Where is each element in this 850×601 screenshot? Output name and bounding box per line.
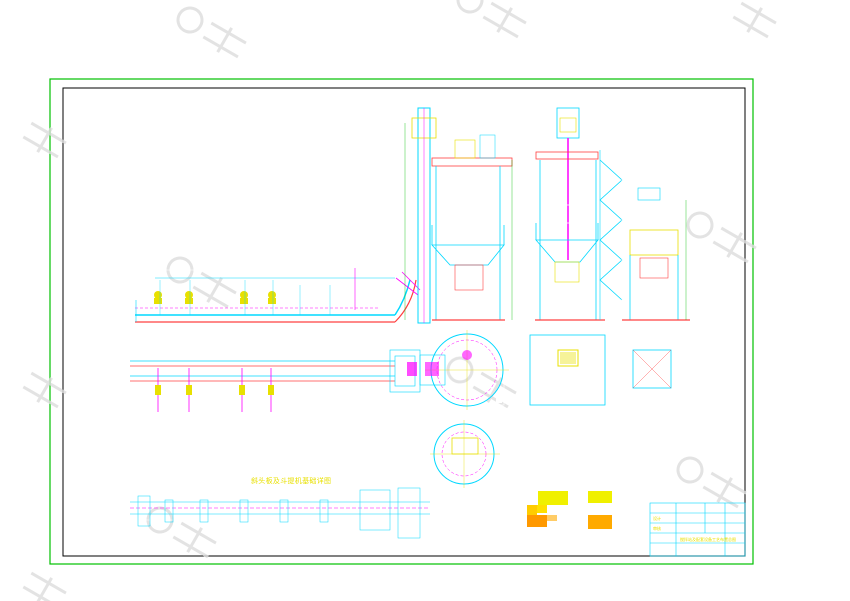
hopper-1 [154,291,162,304]
title-block-text-3: 审核 [653,526,661,531]
hopper-2 [185,291,193,304]
silo-plan-circle [419,330,509,410]
front-plan [529,334,606,406]
hopper-3 [240,291,248,304]
title-block-text-1: 搅拌站及配套设备工艺布置总图 [680,537,736,542]
color-swatches [527,491,612,529]
mixer-plan [632,349,672,389]
foundation-circle [430,420,500,488]
mixer-side-view [622,187,690,321]
foundation-plan [130,487,430,539]
watermark-pattern [22,0,777,601]
conveyor-plan [130,349,421,412]
outer-frame [49,78,754,565]
conveyor-elevation [135,268,421,326]
hopper-4 [268,291,276,304]
title-block [649,502,746,557]
silo-front-view [535,99,623,321]
inner-frame [62,87,746,557]
title-block-text-2: 设计 [653,516,661,521]
silo-side-view [404,107,513,324]
foundation-caption: 斜头板及斗提机基础详图 [251,477,332,485]
